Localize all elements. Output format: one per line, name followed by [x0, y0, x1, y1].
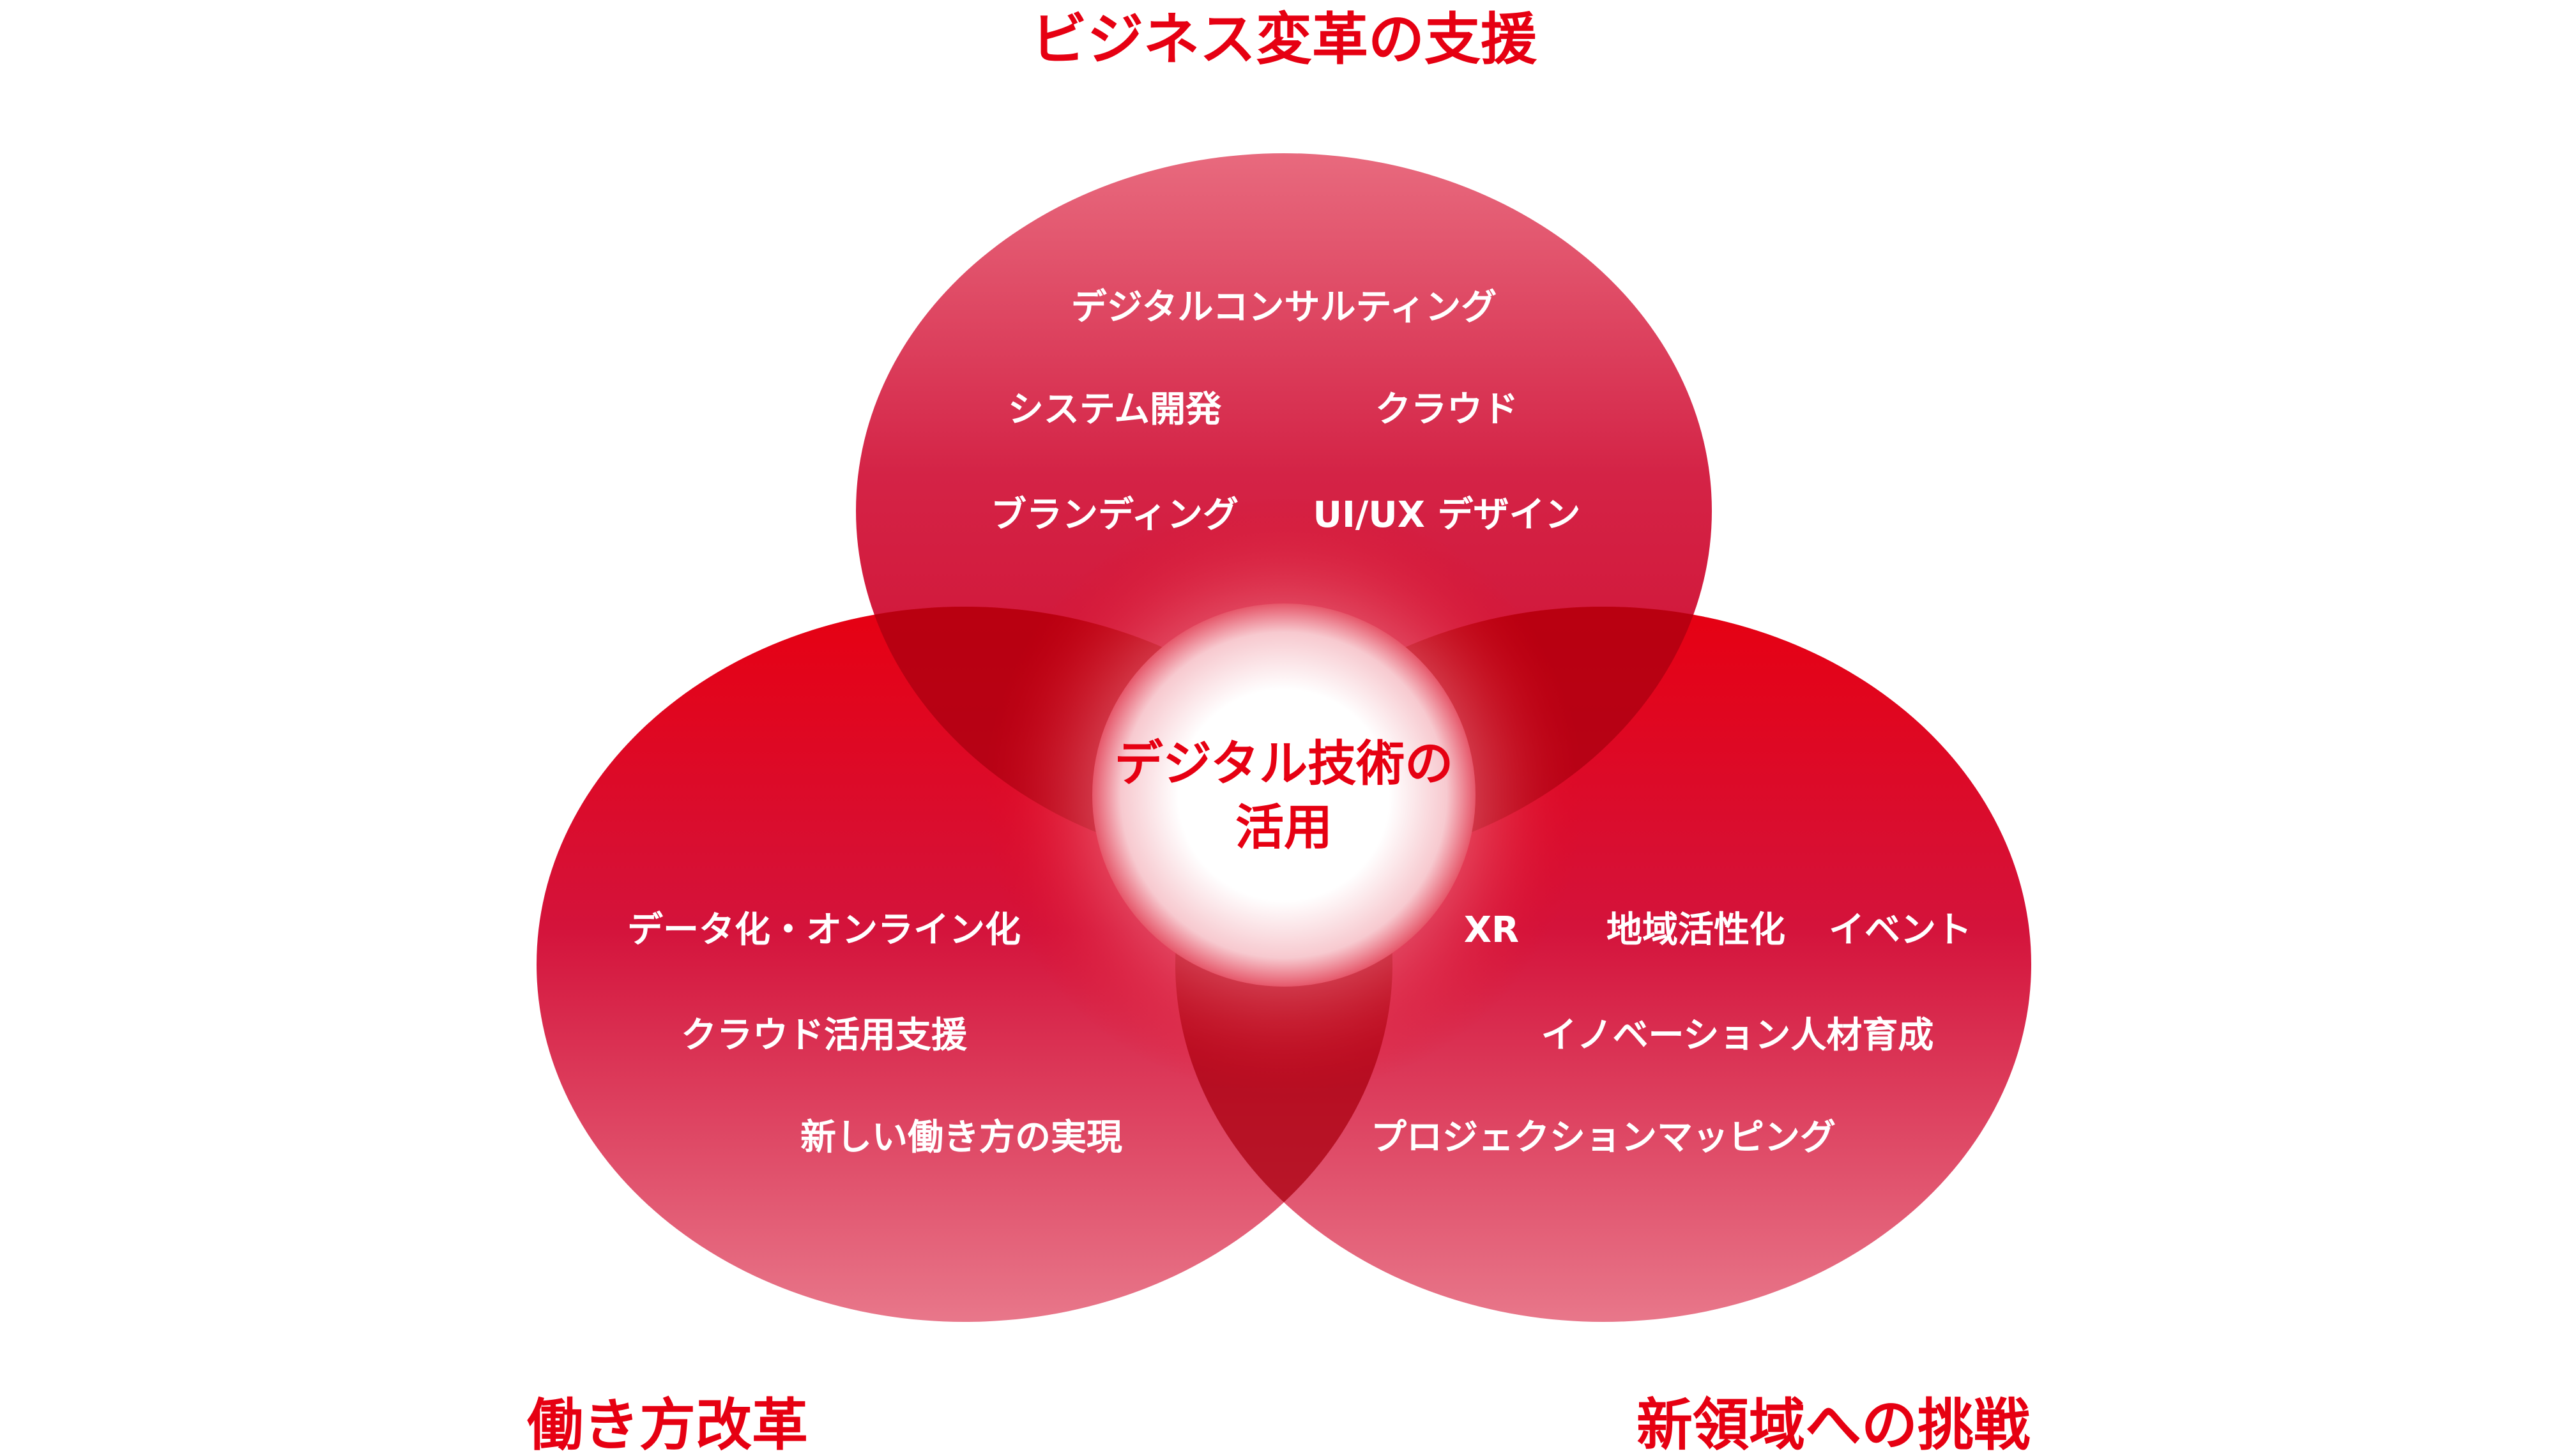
item-digital-consulting: デジタルコンサルティング [1071, 287, 1497, 328]
item-system-development: システム開発 [1008, 389, 1222, 430]
center-label-line1: デジタル技術の [1115, 735, 1453, 792]
title-work-style-reform: 働き方改革 [527, 1392, 808, 1456]
item-projection-mapping: プロジェクションマッピング [1371, 1117, 1836, 1158]
item-cloud: クラウド [1375, 389, 1518, 430]
center-circle [1092, 603, 1476, 987]
center-label-line2: 活用 [1235, 799, 1332, 856]
item-xr: XR [1464, 909, 1519, 951]
item-cloud-utilization: クラウド活用支援 [681, 1015, 968, 1056]
item-branding: ブランディング [991, 494, 1239, 536]
item-digitization-online: データ化・オンライン化 [627, 909, 1021, 951]
item-event: イベント [1829, 909, 1972, 951]
title-business-transformation: ビジネス変革の支援 [1031, 6, 1537, 72]
item-uiux-design: UI/UX デザイン [1313, 494, 1581, 536]
item-innovation-talent: イノベーション人材育成 [1541, 1015, 1934, 1056]
item-regional-revitalization: 地域活性化 [1606, 909, 1785, 951]
item-new-work-style: 新しい働き方の実現 [800, 1117, 1122, 1158]
title-new-domains: 新領域への挑戦 [1636, 1392, 2030, 1456]
